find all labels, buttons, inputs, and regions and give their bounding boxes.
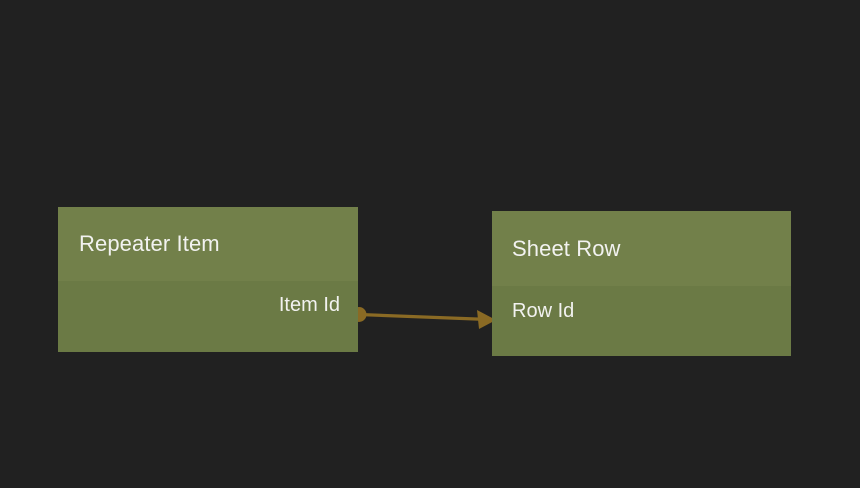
entity-card-sheet-row[interactable]: Sheet Row Row Id bbox=[492, 211, 791, 356]
entity-field-row[interactable]: Item Id bbox=[58, 281, 358, 329]
relationship-line[interactable] bbox=[358, 312, 490, 322]
entity-body-repeater-item: Item Id bbox=[58, 281, 358, 352]
entity-title: Sheet Row bbox=[512, 235, 621, 261]
entity-header-repeater-item[interactable]: Repeater Item bbox=[58, 207, 358, 281]
entity-field-row[interactable]: Row Id bbox=[492, 286, 791, 336]
entity-field-label: Item Id bbox=[278, 294, 340, 316]
entity-field-label: Row Id bbox=[512, 300, 575, 322]
entity-header-sheet-row[interactable]: Sheet Row bbox=[492, 211, 791, 286]
entity-title: Repeater Item bbox=[79, 231, 220, 256]
entity-body-sheet-row: Row Id bbox=[492, 286, 791, 356]
entity-card-repeater-item[interactable]: Repeater Item Item Id bbox=[58, 207, 358, 352]
